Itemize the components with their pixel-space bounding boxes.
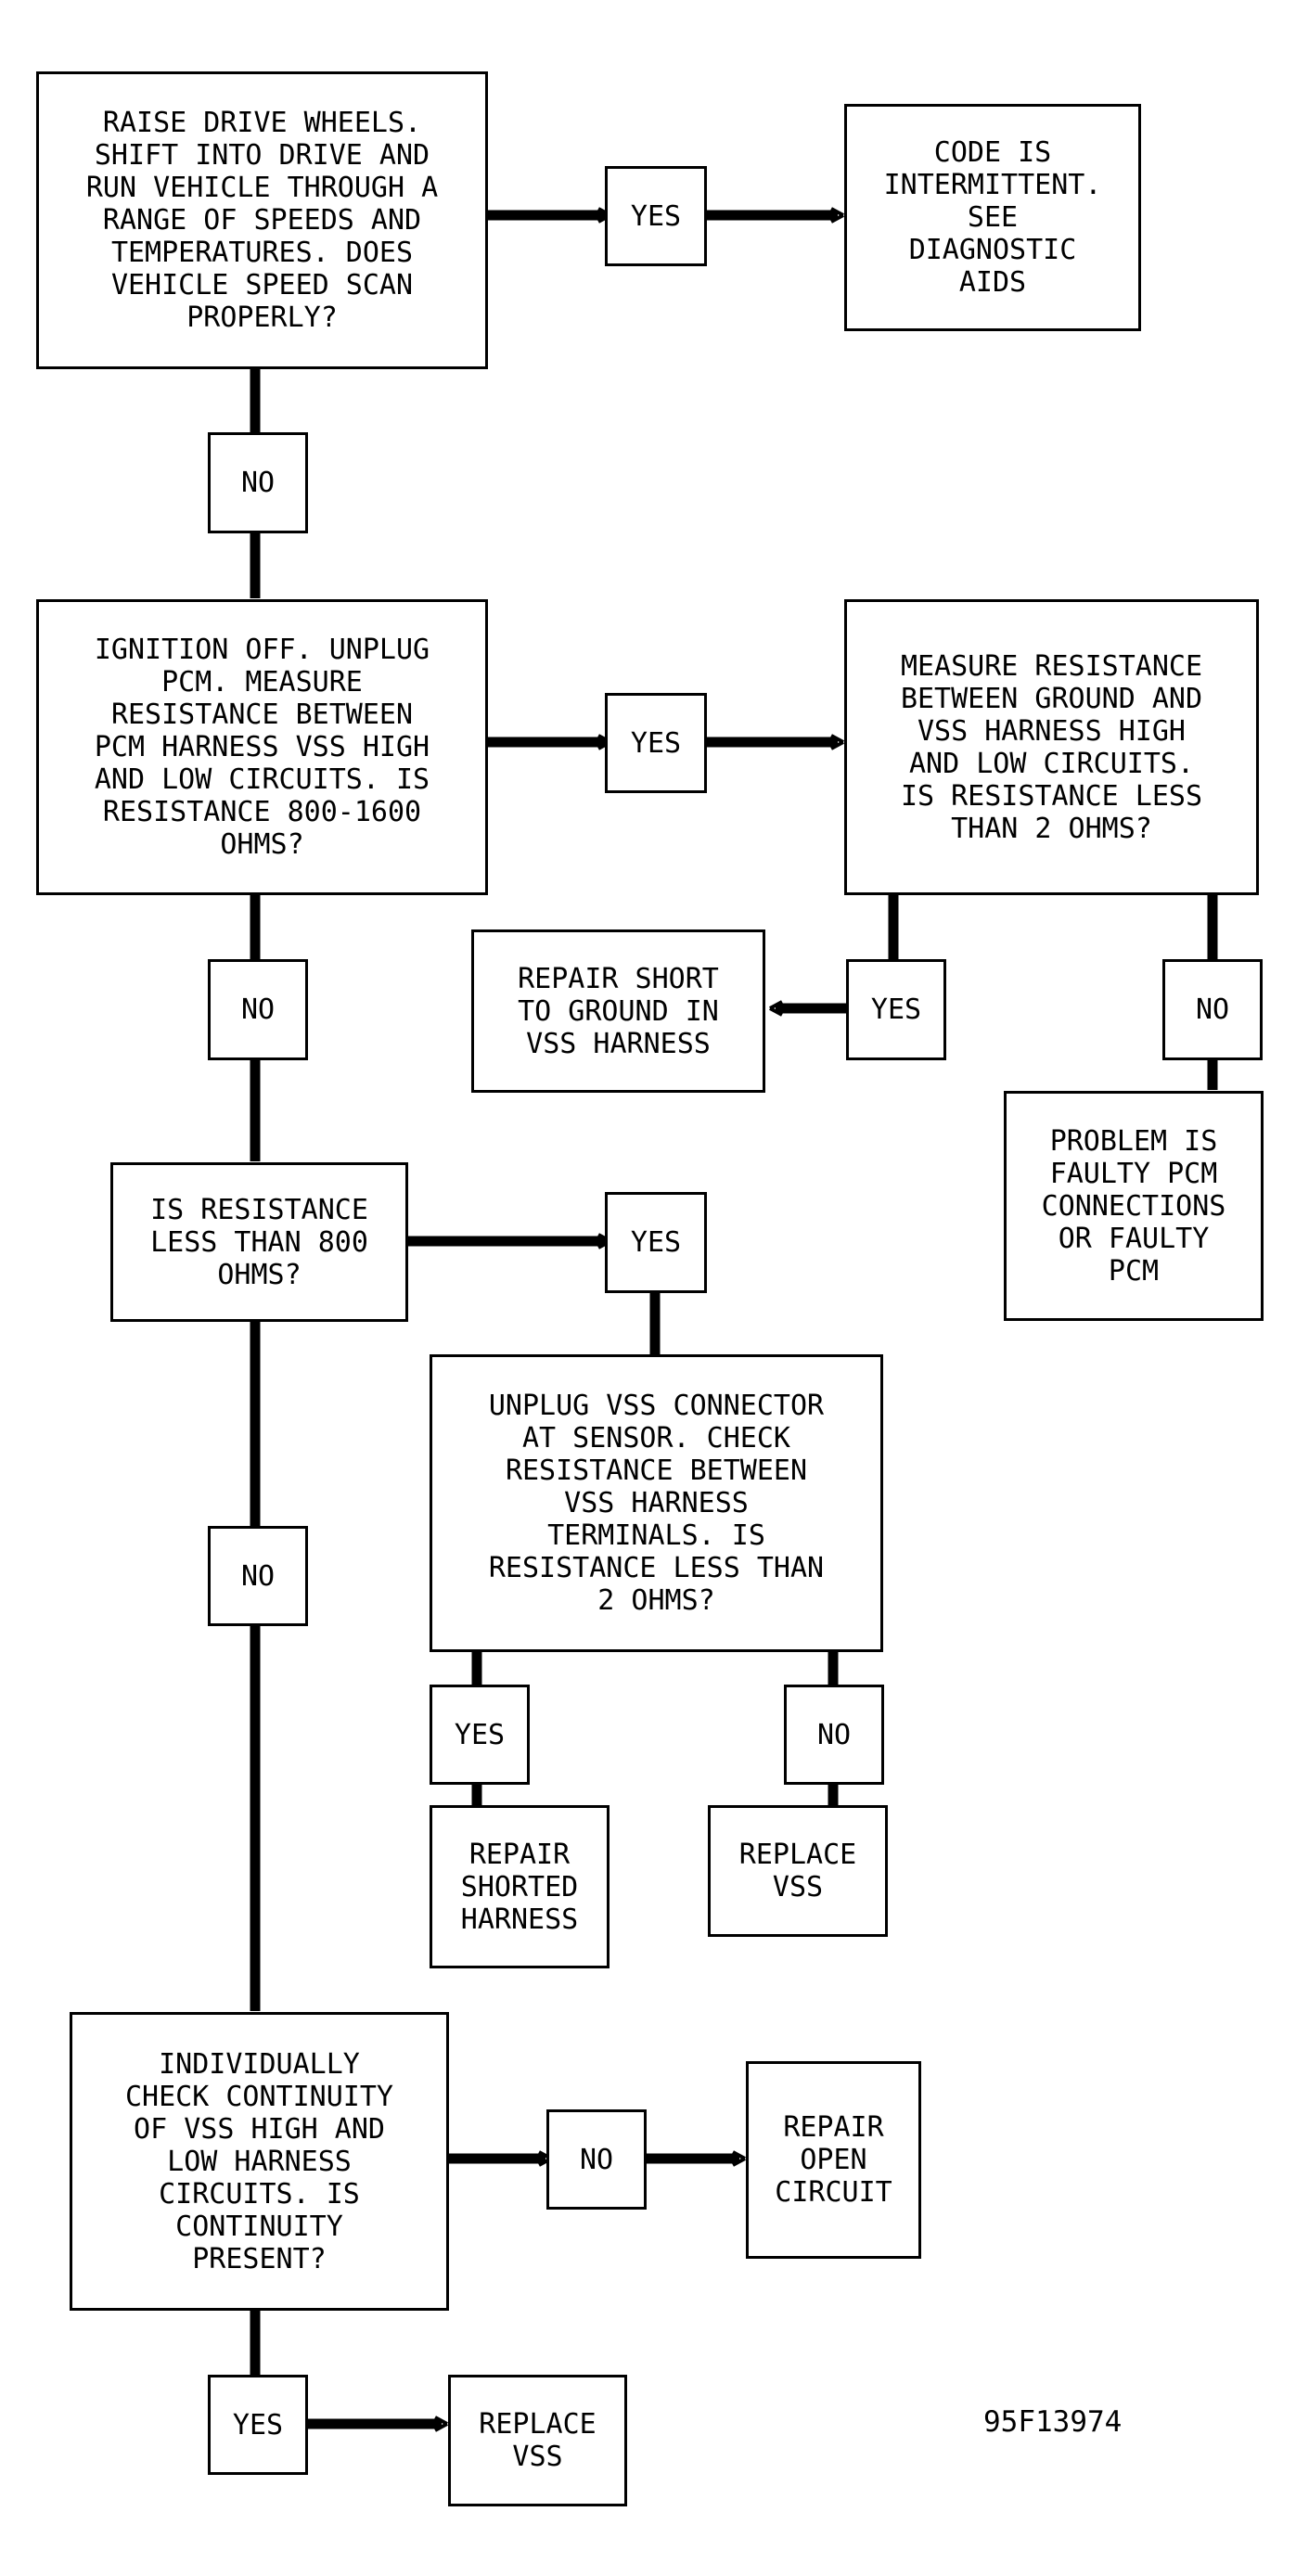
decision-no-4: NO	[208, 1526, 308, 1626]
decision-yes-2-text: YES	[630, 726, 682, 760]
decision-no-5: NO	[784, 1685, 884, 1785]
step-repair-open-circuit: REPAIR OPEN CIRCUIT	[746, 2061, 921, 2259]
step-check-continuity: INDIVIDUALLY CHECK CONTINUITY OF VSS HIG…	[70, 2012, 449, 2311]
decision-yes-4: YES	[605, 1192, 707, 1293]
decision-yes-4-text: YES	[630, 1226, 682, 1259]
decision-yes-3-text: YES	[870, 993, 922, 1026]
decision-yes-5-text: YES	[454, 1718, 506, 1751]
step-code-intermittent: CODE IS INTERMITTENT. SEE DIAGNOSTIC AID…	[844, 104, 1141, 331]
decision-no-6: NO	[546, 2109, 647, 2210]
step-repair-shorted-harness: REPAIR SHORTED HARNESS	[430, 1805, 610, 1968]
step-less-than-800: IS RESISTANCE LESS THAN 800 OHMS?	[110, 1162, 408, 1322]
decision-no-3-text: NO	[1195, 993, 1230, 1026]
step-repair-short-text: REPAIR SHORT TO GROUND IN VSS HARNESS	[518, 962, 719, 1060]
step-raise-drive-wheels: RAISE DRIVE WHEELS. SHIFT INTO DRIVE AND…	[36, 71, 488, 369]
step-replace-vss-1: REPLACE VSS	[708, 1805, 888, 1937]
figure-code: 95F13974	[983, 2405, 1123, 2439]
step-continuity-text: INDIVIDUALLY CHECK CONTINUITY OF VSS HIG…	[125, 2047, 393, 2275]
decision-yes-6: YES	[208, 2375, 308, 2475]
step-measure-ground: MEASURE RESISTANCE BETWEEN GROUND AND VS…	[844, 599, 1259, 895]
step-replace-vss-1-text: REPLACE VSS	[738, 1839, 857, 1903]
decision-yes-1-text: YES	[630, 199, 682, 233]
decision-yes-2: YES	[605, 693, 707, 793]
decision-no-2: NO	[208, 959, 308, 1060]
step-raise-text: RAISE DRIVE WHEELS. SHIFT INTO DRIVE AND…	[85, 107, 439, 334]
decision-no-1-text: NO	[240, 467, 276, 499]
decision-no-2-text: NO	[240, 993, 276, 1026]
decision-no-5-text: NO	[816, 1718, 852, 1751]
step-replace-vss-2-text: REPLACE VSS	[479, 2408, 597, 2473]
step-faulty-pcm-text: PROBLEM IS FAULTY PCM CONNECTIONS OR FAU…	[1041, 1124, 1226, 1288]
step-repair-shorted-text: REPAIR SHORTED HARNESS	[460, 1838, 579, 1936]
decision-yes-3: YES	[846, 959, 946, 1060]
decision-no-1: NO	[208, 432, 308, 533]
step-repair-short-to-ground: REPAIR SHORT TO GROUND IN VSS HARNESS	[471, 929, 765, 1093]
decision-no-3: NO	[1162, 959, 1263, 1060]
step-ignition-off: IGNITION OFF. UNPLUG PCM. MEASURE RESIST…	[36, 599, 488, 895]
decision-yes-5: YES	[430, 1685, 530, 1785]
step-replace-vss-2: REPLACE VSS	[448, 2375, 627, 2506]
step-intermittent-text: CODE IS INTERMITTENT. SEE DIAGNOSTIC AID…	[883, 136, 1102, 299]
decision-yes-1: YES	[605, 166, 707, 266]
decision-no-4-text: NO	[240, 1559, 276, 1593]
step-faulty-pcm: PROBLEM IS FAULTY PCM CONNECTIONS OR FAU…	[1004, 1091, 1264, 1321]
step-repair-open-text: REPAIR OPEN CIRCUIT	[775, 2111, 892, 2209]
step-ignition-text: IGNITION OFF. UNPLUG PCM. MEASURE RESIST…	[94, 634, 430, 861]
step-measure-ground-text: MEASURE RESISTANCE BETWEEN GROUND AND VS…	[900, 649, 1203, 845]
step-unplug-vss-connector: UNPLUG VSS CONNECTOR AT SENSOR. CHECK RE…	[430, 1354, 883, 1652]
decision-yes-6-text: YES	[232, 2408, 284, 2441]
step-less-800-text: IS RESISTANCE LESS THAN 800 OHMS?	[150, 1193, 368, 1291]
decision-no-6-text: NO	[579, 2143, 614, 2176]
step-unplug-vss-text: UNPLUG VSS CONNECTOR AT SENSOR. CHECK RE…	[488, 1390, 825, 1617]
